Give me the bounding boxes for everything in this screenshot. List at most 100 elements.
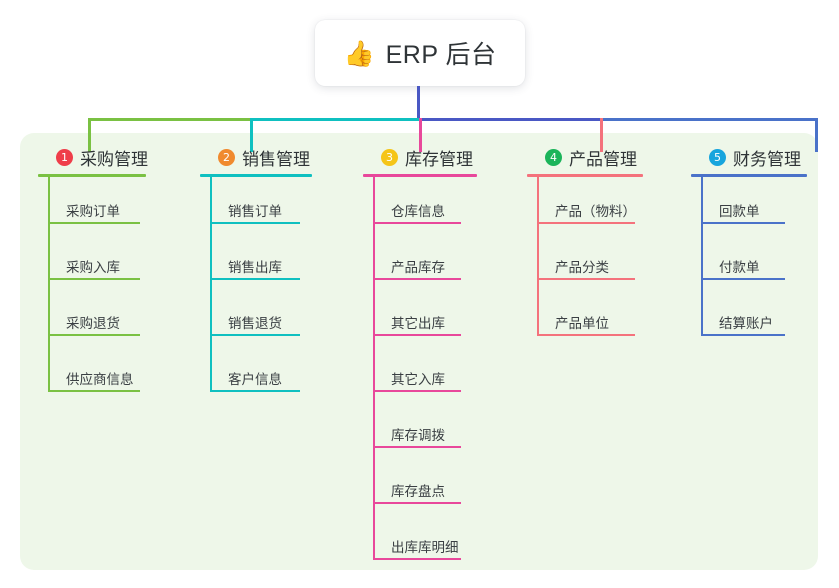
column-items-2: 销售订单销售出库销售退货客户信息 — [200, 177, 312, 401]
column-badge-2: 2 — [218, 148, 235, 166]
column-spine-5 — [701, 177, 703, 336]
column-title-4: 产品管理 — [569, 149, 637, 169]
column-spine-2 — [210, 177, 212, 392]
list-item-label: 库存盘点 — [391, 484, 445, 499]
column-items-3: 仓库信息产品库存其它出库其它入库库存调拨库存盘点出库库明细 — [363, 177, 477, 569]
list-item-rule — [48, 278, 140, 280]
list-item-label: 采购订单 — [66, 204, 120, 219]
list-item-rule — [210, 222, 300, 224]
list-item-rule — [373, 558, 461, 560]
connector-bar-segment-2 — [250, 118, 420, 121]
list-item-label: 采购退货 — [66, 316, 120, 331]
column-badge-4: 4 — [545, 148, 562, 166]
list-item[interactable]: 销售退货 — [200, 289, 312, 345]
column-items-5: 回款单付款单结算账户 — [691, 177, 807, 345]
connector-drop-1 — [88, 118, 91, 152]
list-item-rule — [701, 278, 785, 280]
list-item[interactable]: 回款单 — [691, 177, 807, 233]
list-item-label: 库存调拨 — [391, 428, 445, 443]
column-spine-1 — [48, 177, 50, 392]
list-item-rule — [48, 334, 140, 336]
list-item[interactable]: 库存调拨 — [363, 401, 477, 457]
list-item-label: 仓库信息 — [391, 204, 445, 219]
connector-drop-4 — [600, 118, 603, 152]
list-item-label: 结算账户 — [719, 316, 773, 331]
list-item-rule — [373, 390, 461, 392]
list-item-rule — [210, 334, 300, 336]
list-item-rule — [701, 334, 785, 336]
list-item[interactable]: 付款单 — [691, 233, 807, 289]
list-item-rule — [701, 222, 785, 224]
list-item-rule — [48, 222, 140, 224]
list-item-label: 销售订单 — [228, 204, 282, 219]
list-item[interactable]: 产品单位 — [527, 289, 643, 345]
connector-drop-5 — [815, 118, 818, 152]
list-item-label: 回款单 — [719, 204, 760, 219]
list-item-label: 客户信息 — [228, 372, 282, 387]
list-item[interactable]: 产品分类 — [527, 233, 643, 289]
column-rule-5 — [691, 174, 807, 177]
column-rule-2 — [200, 174, 312, 177]
list-item-label: 其它入库 — [391, 372, 445, 387]
list-item-label: 供应商信息 — [66, 372, 134, 387]
list-item[interactable]: 结算账户 — [691, 289, 807, 345]
list-item-rule — [373, 222, 461, 224]
list-item-rule — [373, 334, 461, 336]
list-item-label: 采购入库 — [66, 260, 120, 275]
list-item[interactable]: 仓库信息 — [363, 177, 477, 233]
column-title-3: 库存管理 — [405, 149, 473, 169]
list-item-label: 其它出库 — [391, 316, 445, 331]
list-item[interactable]: 采购订单 — [38, 177, 148, 233]
list-item[interactable]: 库存盘点 — [363, 457, 477, 513]
list-item[interactable]: 采购退货 — [38, 289, 148, 345]
list-item-label: 销售退货 — [228, 316, 282, 331]
column-4: 4 产品管理产品（物料）产品分类产品单位 — [527, 145, 643, 345]
list-item[interactable]: 产品（物料） — [527, 177, 643, 233]
list-item-rule — [537, 222, 635, 224]
list-item-label: 产品库存 — [391, 260, 445, 275]
list-item-rule — [48, 390, 140, 392]
list-item[interactable]: 客户信息 — [200, 345, 312, 401]
column-rule-3 — [363, 174, 477, 177]
column-header-3[interactable]: 3 库存管理 — [363, 145, 477, 169]
column-header-2[interactable]: 2 销售管理 — [200, 145, 312, 169]
column-badge-5: 5 — [709, 148, 726, 166]
list-item[interactable]: 销售订单 — [200, 177, 312, 233]
root-node-title: ERP 后台 — [385, 41, 497, 69]
column-header-4[interactable]: 4 产品管理 — [527, 145, 643, 169]
list-item[interactable]: 出库库明细 — [363, 513, 477, 569]
list-item[interactable]: 供应商信息 — [38, 345, 148, 401]
list-item[interactable]: 销售出库 — [200, 233, 312, 289]
list-item-label: 产品单位 — [555, 316, 609, 331]
list-item[interactable]: 采购入库 — [38, 233, 148, 289]
connector-drop-3 — [419, 118, 422, 152]
connector-bar-segment-4 — [600, 118, 818, 121]
column-spine-3 — [373, 177, 375, 560]
list-item-label: 付款单 — [719, 260, 760, 275]
column-badge-1: 1 — [56, 148, 73, 166]
connector-drop-2 — [250, 118, 253, 152]
column-title-2: 销售管理 — [242, 149, 310, 169]
column-title-5: 财务管理 — [733, 149, 801, 169]
column-items-1: 采购订单采购入库采购退货供应商信息 — [38, 177, 148, 401]
list-item-rule — [537, 334, 635, 336]
connector-bar-segment-3 — [419, 118, 601, 121]
list-item-rule — [373, 278, 461, 280]
list-item[interactable]: 其它出库 — [363, 289, 477, 345]
column-spine-4 — [537, 177, 539, 336]
column-3: 3 库存管理仓库信息产品库存其它出库其它入库库存调拨库存盘点出库库明细 — [363, 145, 477, 569]
thumbs-up-icon: 👍 — [343, 39, 375, 68]
list-item-rule — [210, 390, 300, 392]
column-rule-1 — [38, 174, 146, 177]
column-5: 5 财务管理回款单付款单结算账户 — [691, 145, 807, 345]
list-item[interactable]: 产品库存 — [363, 233, 477, 289]
column-items-4: 产品（物料）产品分类产品单位 — [527, 177, 643, 345]
column-header-5[interactable]: 5 财务管理 — [691, 145, 807, 169]
column-badge-3: 3 — [381, 148, 398, 166]
list-item-label: 销售出库 — [228, 260, 282, 275]
list-item[interactable]: 其它入库 — [363, 345, 477, 401]
root-node[interactable]: 👍 ERP 后台 — [315, 20, 525, 86]
list-item-rule — [537, 278, 635, 280]
